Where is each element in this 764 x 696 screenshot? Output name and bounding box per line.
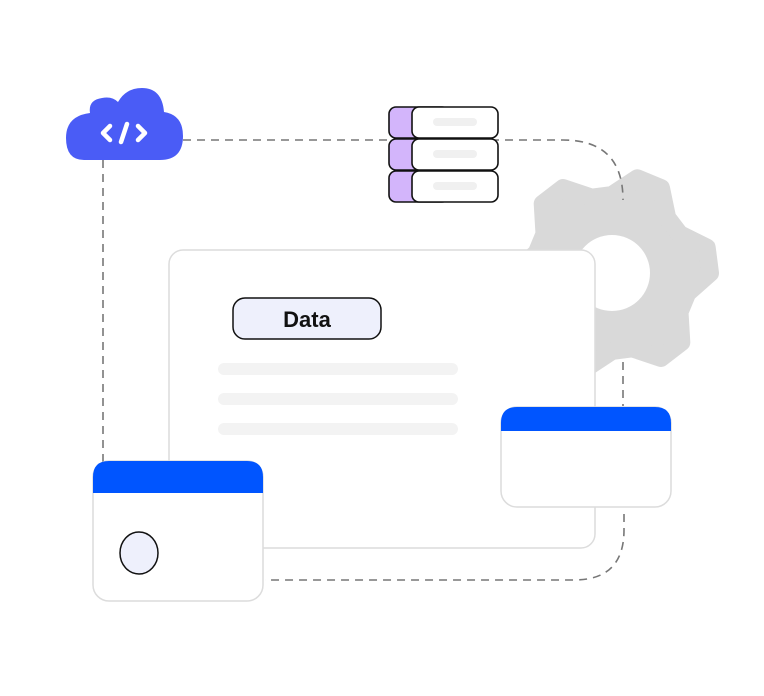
window-icon-right — [500, 406, 672, 508]
connector-lines — [102, 139, 625, 581]
database-icon — [388, 106, 499, 203]
connector-bottom — [265, 514, 625, 581]
data-pill: Data — [232, 297, 382, 340]
data-label: Data — [283, 307, 331, 332]
text-line-placeholder — [218, 363, 458, 375]
window-icon-left — [92, 460, 264, 602]
text-line-placeholder — [218, 393, 458, 405]
avatar-circle — [119, 531, 159, 575]
cloud-code-icon — [66, 88, 183, 160]
text-line-placeholder — [218, 423, 458, 435]
connector-top — [183, 139, 624, 201]
